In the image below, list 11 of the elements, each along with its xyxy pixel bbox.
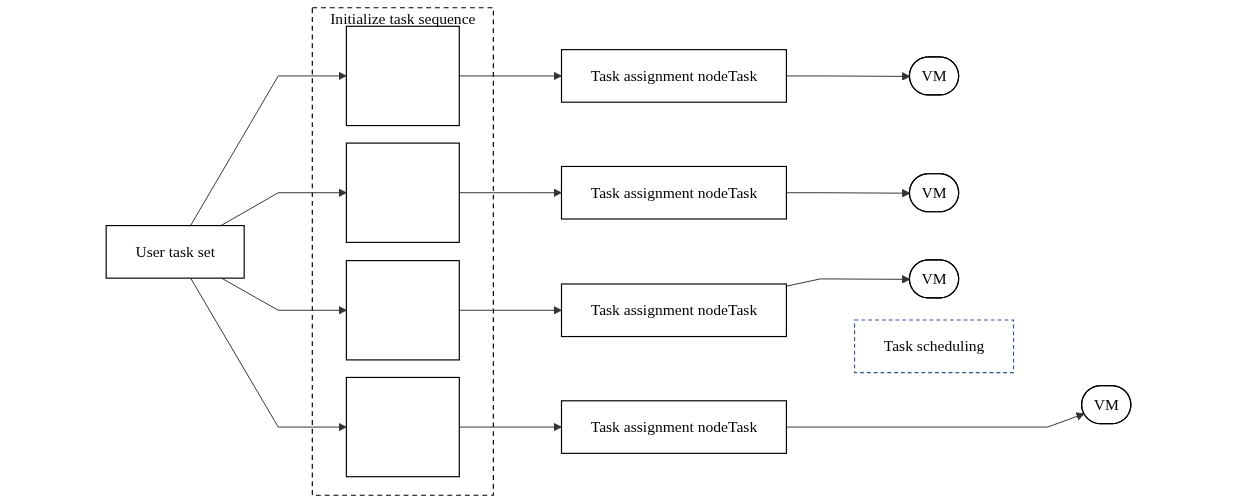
node-box: Task scheduling <box>853 319 1015 374</box>
node-box: User task set <box>105 225 245 279</box>
node-box: Task assignment nodeTask <box>560 165 787 220</box>
node-box <box>345 260 460 361</box>
node-box: Task assignment nodeTask <box>560 49 787 103</box>
node-box: Task assignment nodeTask <box>560 283 787 338</box>
node-box: Task assignment nodeTask <box>560 400 787 454</box>
node-box <box>345 142 460 243</box>
cluster: Initialize task sequence <box>311 7 494 496</box>
node-box <box>345 376 460 478</box>
node-box <box>345 25 460 127</box>
